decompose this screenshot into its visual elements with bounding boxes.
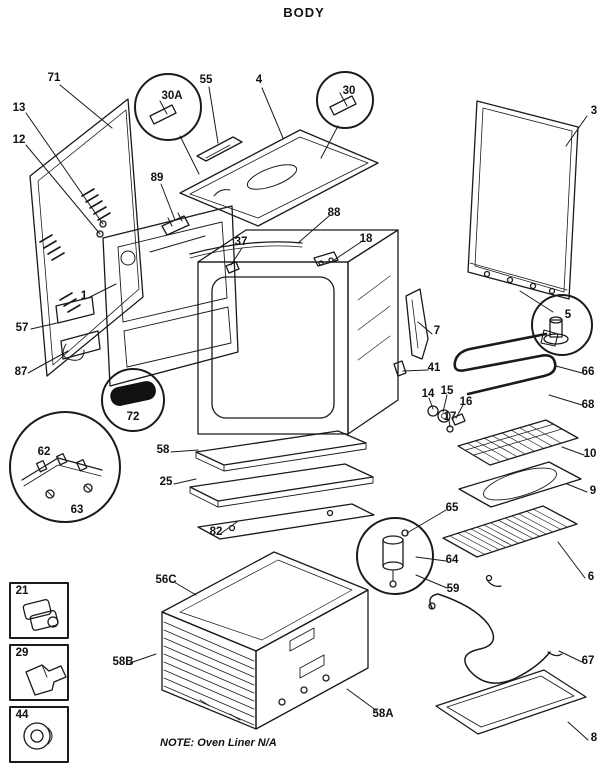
detail-59-part xyxy=(382,529,409,588)
inset-box-21 xyxy=(9,582,69,639)
oven-rack xyxy=(442,505,578,587)
detail-circle-62 xyxy=(9,411,121,523)
detail-circles xyxy=(9,71,593,595)
drawer-pan xyxy=(435,669,587,735)
detail-circle-72 xyxy=(101,368,165,432)
insulation-sheets xyxy=(189,430,375,540)
detail-72-grille xyxy=(110,381,156,406)
back-panel xyxy=(467,100,579,300)
broil-grid xyxy=(457,419,579,466)
bracket-55 xyxy=(196,136,243,162)
detail-5-part xyxy=(543,316,569,345)
bake-element xyxy=(453,329,559,396)
detail-circle-59 xyxy=(356,517,434,595)
detail-30A-part xyxy=(149,100,177,125)
oven-cavity xyxy=(197,229,399,435)
side-bracket-7 xyxy=(393,288,429,377)
detail-circle-30 xyxy=(316,71,374,129)
detail-62-parts xyxy=(21,453,103,499)
detail-circle-30A xyxy=(134,73,202,141)
oven-liner-note: NOTE: Oven Liner N/A xyxy=(160,737,277,749)
inset-44-part xyxy=(23,722,53,750)
inset-box-29 xyxy=(9,644,69,701)
inset-29-part xyxy=(25,664,67,696)
wire-harness xyxy=(428,593,563,684)
diagram-title: BODY xyxy=(283,5,325,20)
inset-21-part xyxy=(22,599,59,631)
leader-lines xyxy=(25,84,589,741)
front-body-frame xyxy=(55,205,239,387)
inset-box-44 xyxy=(9,706,69,763)
inset-boxes xyxy=(9,582,69,763)
detail-30-part xyxy=(329,92,357,116)
detail-circle-5 xyxy=(531,294,593,356)
left-side-panel xyxy=(29,98,144,377)
small-fasteners xyxy=(427,405,466,433)
top-brackets xyxy=(149,212,339,274)
broil-pan xyxy=(458,461,582,508)
lower-body-shell xyxy=(161,551,369,730)
